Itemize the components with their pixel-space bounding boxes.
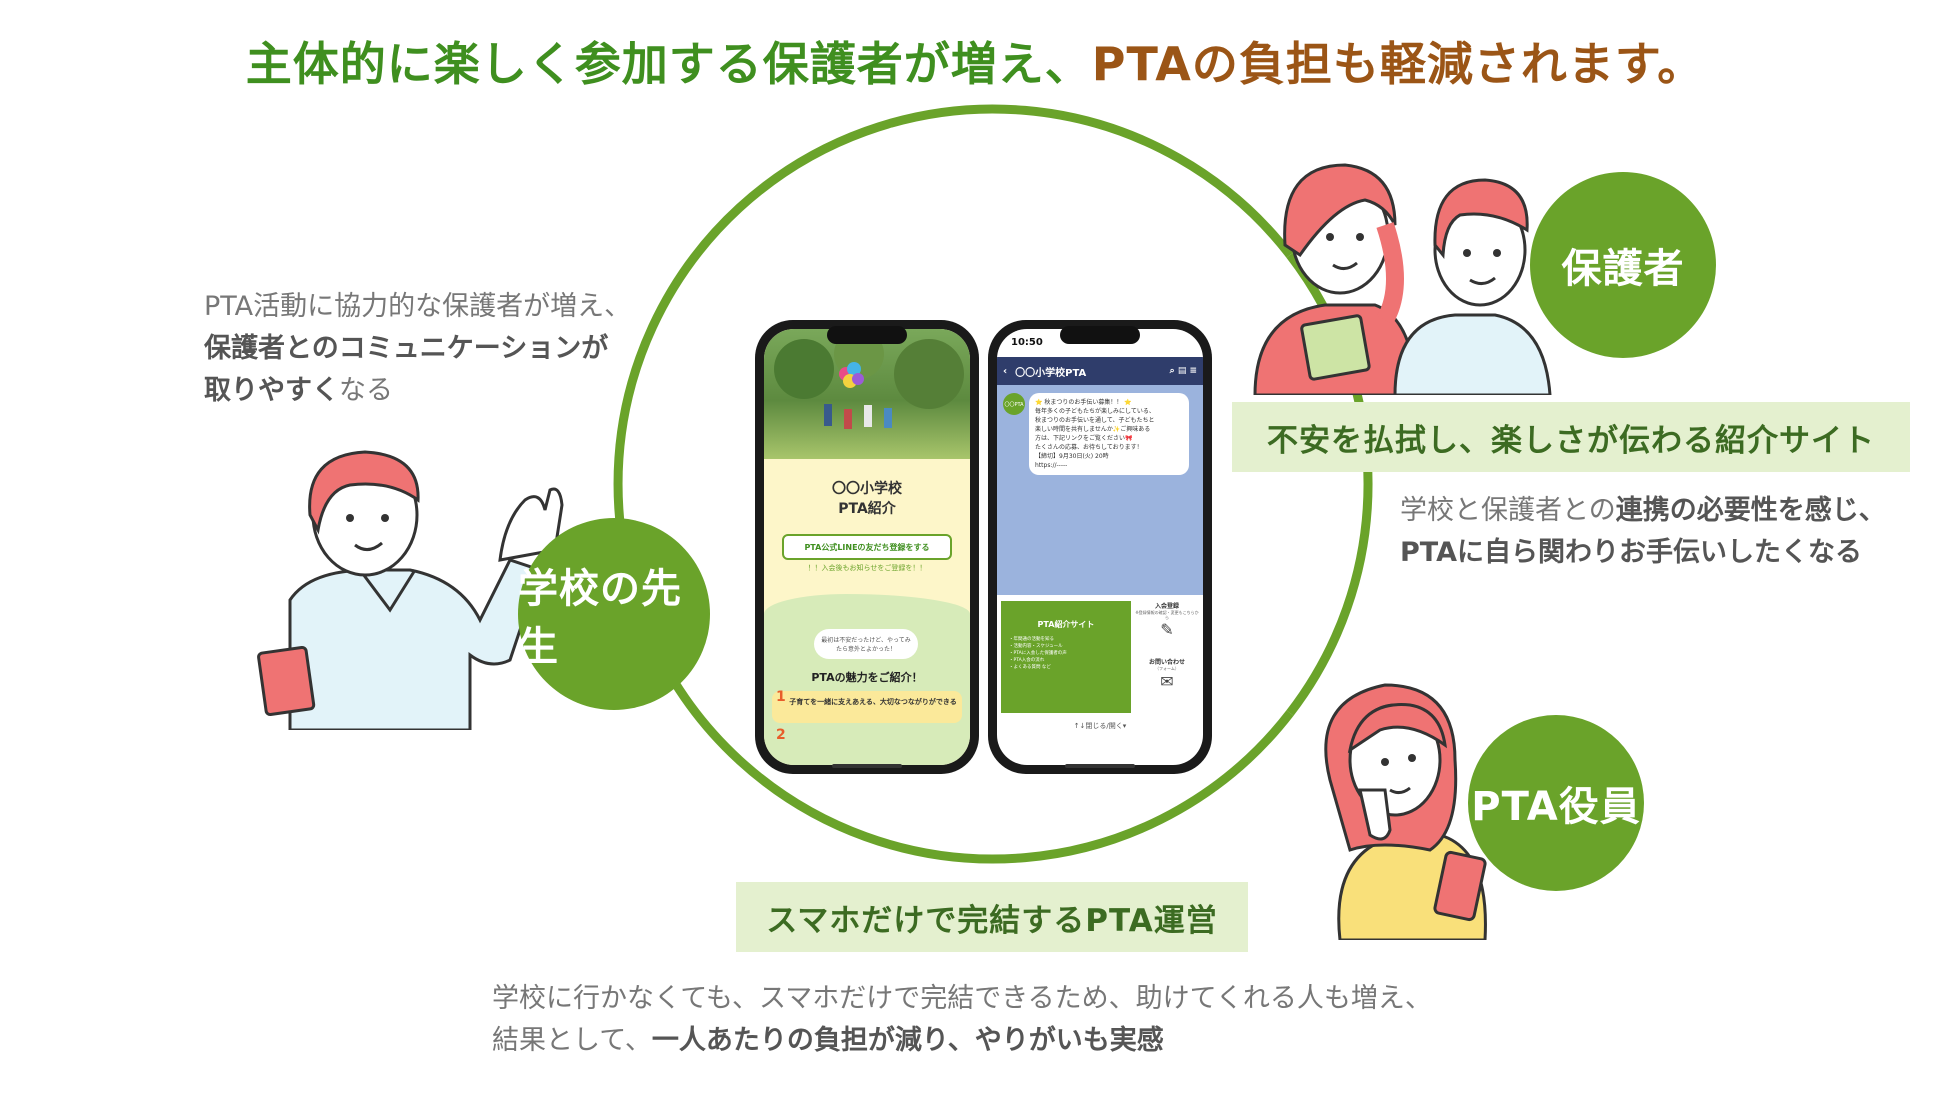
chat-header: ‹ 〇〇小学校PTA ⌕ ▤ ≡ [997,357,1203,385]
phone-right: 10:50 ‹ 〇〇小学校PTA ⌕ ▤ ≡ 〇〇PTA ⭐ 秋まつりのお手伝い… [988,320,1212,774]
teacher-description: PTA活動に協力的な保護者が増え、 保護者とのコミュニケーションが 取りやすくな… [204,286,631,412]
menu-intro-item: ・PTA入会の流れ [1009,658,1045,663]
phone-left: 〇〇小学校 PTA紹介 PTA公式LINEの友だち登録をする ！！入会後もお知ら… [755,320,979,774]
menu-toggle[interactable]: ↑↓閉じる/開く▾ [1073,722,1127,730]
role-officer: PTA役員 [1468,715,1644,891]
msg-line6: たくさんの応募、お待ちしております！ [1035,444,1143,451]
banner-intro-site: 不安を払拭し、楽しさが伝わる紹介サイト [1232,402,1910,472]
teacher-illustration [257,450,564,730]
parents-desc-line1-bold: 連携の必要性を感じ、 [1615,495,1886,526]
msg-line2: 毎年多くの子どもたちが楽しみにしている、 [1035,408,1155,415]
parents-description: 学校と保護者との連携の必要性を感じ、 PTAに自ら関わりお手伝いしたくなる [1400,490,1886,574]
status-time: 10:50 [1011,337,1043,348]
menu-intro-item: ・活動内容・スケジュール [1009,644,1063,649]
avatar: 〇〇PTA [1003,393,1025,415]
parents-desc-line1-plain: 学校と保護者との [1400,495,1616,526]
phone-left-screen: 〇〇小学校 PTA紹介 PTA公式LINEの友だち登録をする ！！入会後もお知ら… [764,329,970,765]
point1-number: 1 [776,689,786,705]
msg-line1: ⭐ 秋まつりのお手伝い募集！！ ⭐ [1035,399,1132,406]
teacher-desc-line2: 保護者とのコミュニケーションが [204,333,609,364]
green-section [764,594,970,765]
speech-bubble: 最初は不安だったけど、やってみたら意外とよかった！ [814,629,918,659]
menu-intro-item: ・よくある質問 など [1009,665,1051,670]
parents-illustration [1253,163,1552,395]
park-photo [764,329,970,459]
officer-illustration [1324,683,1487,940]
smartphone-description: 学校に行かなくても、スマホだけで完結できるため、助けてくれる人も増え、 結果とし… [492,978,1432,1062]
role-teacher: 学校の先生 [518,518,710,710]
chat-title: 〇〇小学校PTA [1015,367,1087,379]
phone-right-homebar [1065,764,1135,768]
banner-smartphone: スマホだけで完結するPTA運営 [736,882,1248,952]
menu-contact-title: お問い合わせ [1148,659,1185,666]
menu-contact-sub: （フォーム） [1155,666,1179,671]
phone-right-notch [1060,326,1140,344]
document-icon: ✎ [1160,620,1174,639]
point-card-1: 1 子育てを一緒に支えあえる、大切なつながりができる [772,689,962,723]
menu-intro-items: ・年間通の活動を知る・活動内容・スケジュール・PTAに入会した保護者の声・PTA… [1009,636,1131,671]
msg-line3: 秋まつりのお手伝いを通して、子どもたちと [1035,417,1155,424]
menu-icons[interactable]: ⌕ ▤ ≡ [1169,366,1197,376]
phone-left-notch [827,326,907,344]
menu-join-title: 入会登録 [1154,603,1179,610]
menu-join-sub: ※登録情報の確認・変更もこちらから [1135,610,1199,620]
headline: 主体的に楽しく参加する保護者が増え、PTAの負担も軽減されます。 [0,28,1950,94]
teacher-desc-line3-rest: なる [339,375,393,406]
teacher-desc-line1: PTA活動に協力的な保護者が増え、 [204,291,632,322]
msg-line4: 楽しい時間を共有しませんか✨ご興味ある [1035,426,1151,433]
msg-line5: 方は、下記リンクをご覧ください🎀 [1035,435,1133,442]
line-register-button[interactable]: PTA公式LINEの友だち登録をする [782,534,952,560]
msg-line7: 【締切】9月30日(火) 20時 [1035,453,1109,460]
point2-number: 2 [776,727,786,743]
menu-intro-item: ・年間通の活動を知る [1009,637,1054,642]
point1-text: 子育てを一緒に支えあえる、大切なつながりができる [789,698,957,706]
chat-message: ⭐ 秋まつりのお手伝い募集！！ ⭐ 毎年多くの子どもたちが楽しみにしている、 秋… [1029,393,1189,475]
menu-intro-title: PTA紹介サイト [1037,620,1095,629]
headline-orange: PTAの負担も軽減されます。 [1091,37,1705,91]
menu-contact[interactable]: お問い合わせ （フォーム） ✉ [1135,657,1199,711]
menu-intro-site[interactable]: PTA紹介サイト ・年間通の活動を知る・活動内容・スケジュール・PTAに入会した… [1001,601,1131,713]
smartphone-desc-line2-bold: 一人あたりの負担が減り、やりがいも実感 [651,1025,1164,1056]
headline-green: 主体的に楽しく参加する保護者が増え、 [245,37,1092,91]
register-note: ！！入会後もお知らせをご登録を！！ [807,564,927,572]
role-parents: 保護者 [1530,172,1716,358]
back-icon[interactable]: ‹ [1003,365,1008,377]
chat-area: 〇〇PTA ⭐ 秋まつりのお手伝い募集！！ ⭐ 毎年多くの子どもたちが楽しみにし… [997,385,1203,595]
smartphone-desc-line2-plain: 結果として、 [492,1025,652,1056]
rich-menu: PTA紹介サイト ・年間通の活動を知る・活動内容・スケジュール・PTAに入会した… [997,595,1203,715]
charm-heading: PTAの魅力をご紹介！ [811,671,923,684]
msg-line8: https://----- [1035,462,1068,469]
phone-right-screen: 10:50 ‹ 〇〇小学校PTA ⌕ ▤ ≡ 〇〇PTA ⭐ 秋まつりのお手伝い… [997,329,1203,765]
school-title: 〇〇小学校 [832,481,902,497]
menu-join[interactable]: 入会登録 ※登録情報の確認・変更もこちらから ✎ [1135,601,1199,655]
envelope-icon: ✉ [1160,672,1174,691]
teacher-desc-line3-bold: 取りやすく [204,375,339,406]
menu-intro-item: ・PTAに入会した保護者の声 [1009,651,1067,656]
smartphone-desc-line1: 学校に行かなくても、スマホだけで完結できるため、助けてくれる人も増え、 [492,983,1432,1014]
phone-left-homebar [832,764,902,768]
pta-intro-title: PTA紹介 [838,501,896,517]
parents-desc-line2: PTAに自ら関わりお手伝いしたくなる [1400,537,1863,568]
